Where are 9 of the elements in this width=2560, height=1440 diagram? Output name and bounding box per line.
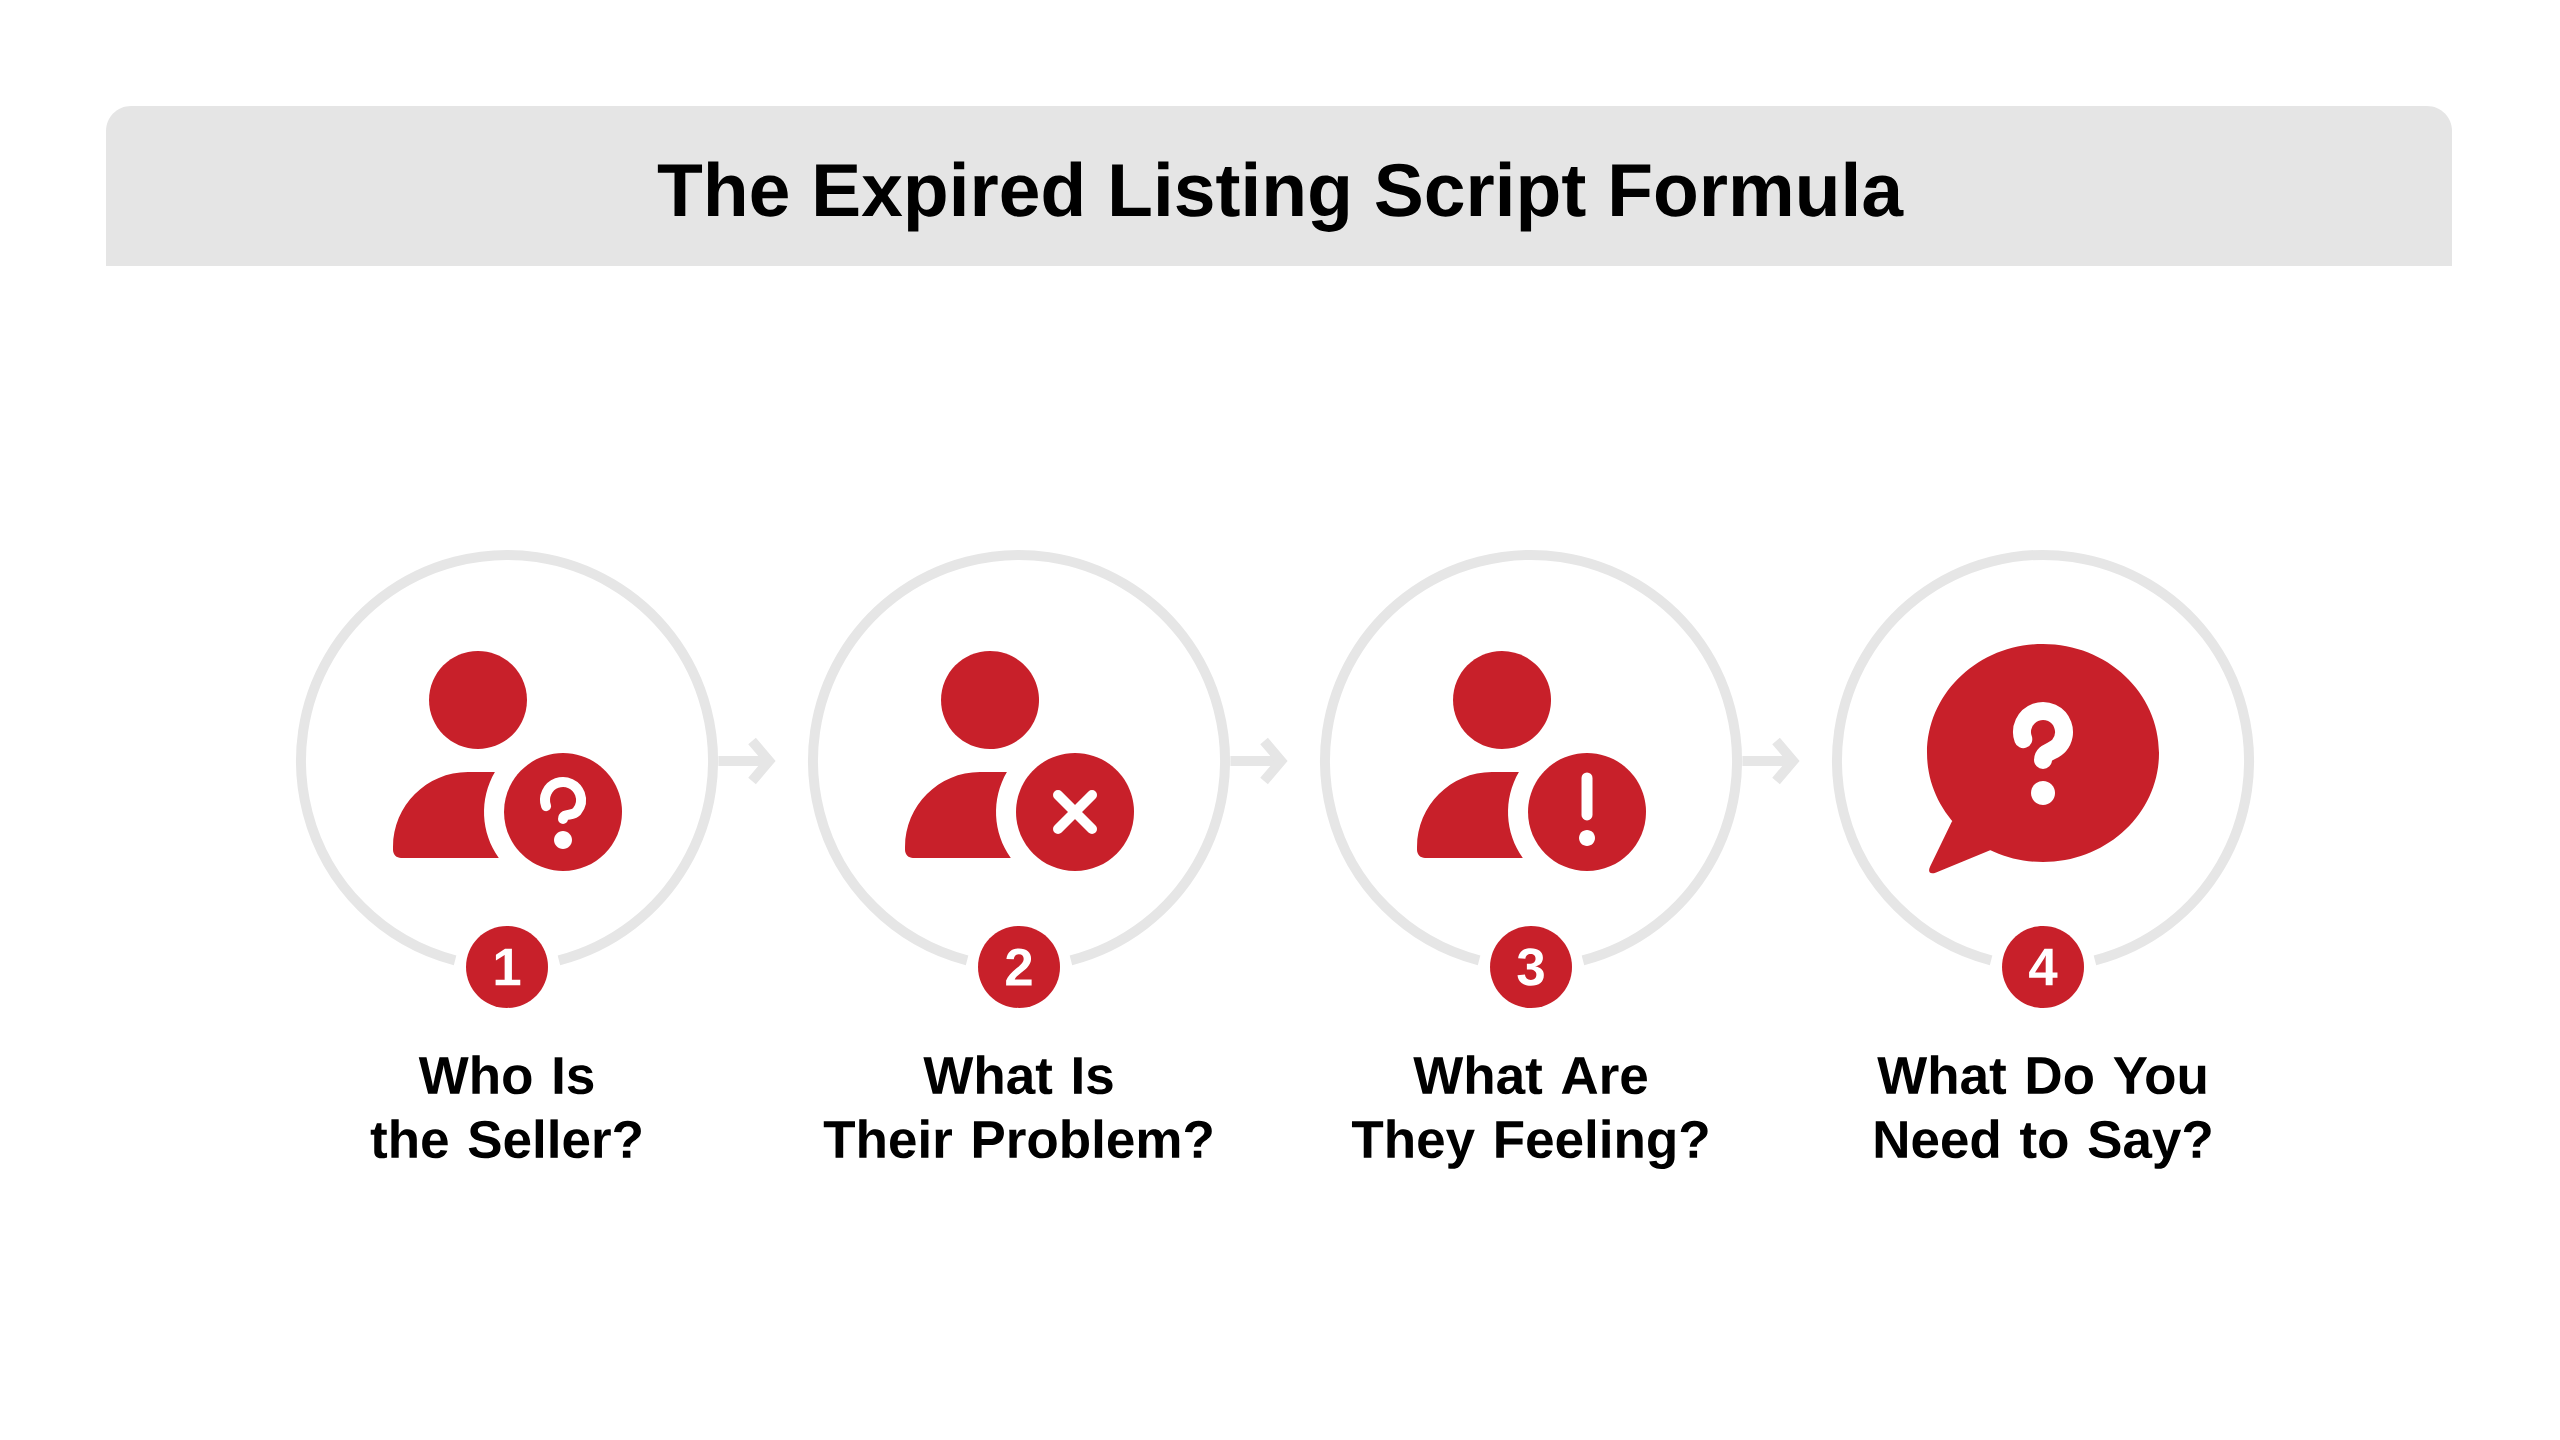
step-heading: What Are They Feeling?	[1352, 1055, 1708, 1169]
number-badge: 4	[2002, 926, 2084, 1008]
number-badge: 2	[978, 926, 1060, 1008]
title-banner: The Expired Listing Script Formula	[106, 106, 2452, 266]
step-heading: What Is Their Problem?	[823, 1055, 1212, 1159]
number-badge: 3	[1490, 926, 1572, 1008]
step-heading: Who Is the Seller?	[370, 1055, 641, 1159]
step-heading: What Do You Need to Say?	[1875, 1055, 2211, 1169]
number-badge: 1	[466, 926, 548, 1008]
